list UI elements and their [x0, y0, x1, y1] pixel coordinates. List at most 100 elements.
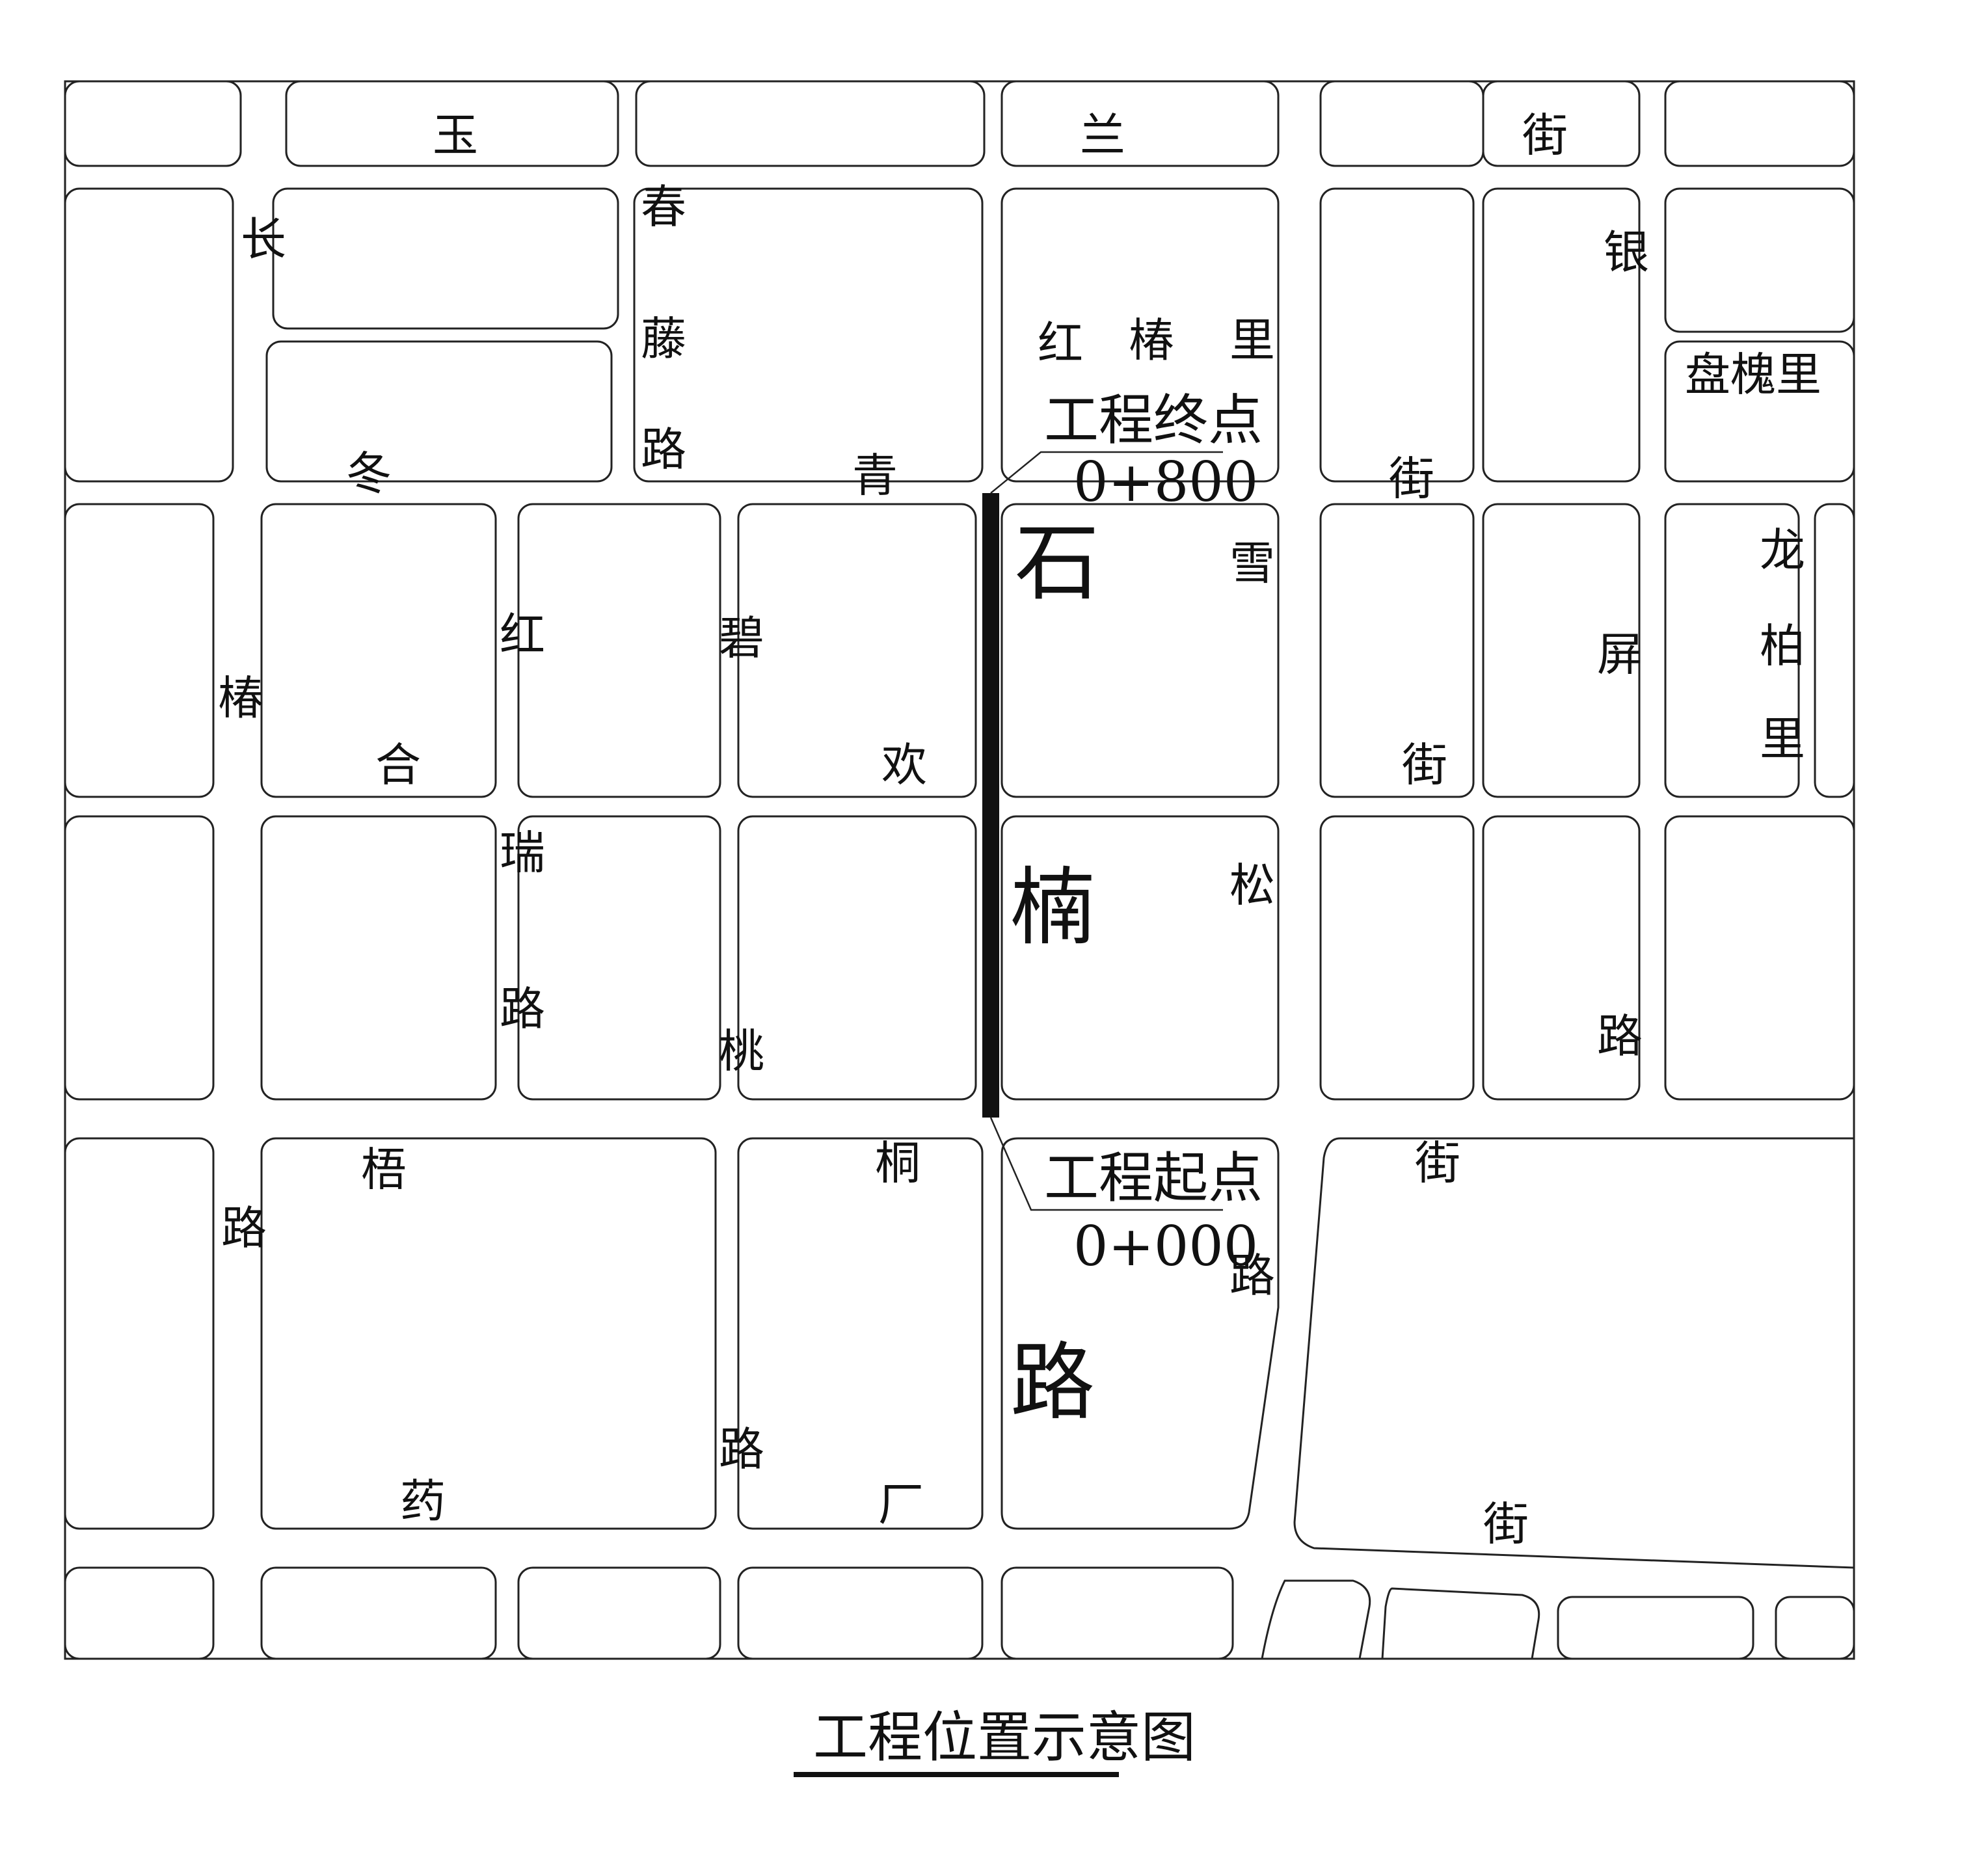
- block: [1664, 187, 1855, 333]
- block: [1664, 815, 1855, 1101]
- block: [64, 815, 215, 1101]
- block: [64, 187, 234, 483]
- street-label: 兰: [1080, 109, 1125, 162]
- block: [517, 503, 721, 798]
- block: [1319, 80, 1484, 167]
- block: [1001, 815, 1280, 1101]
- block: [1482, 503, 1641, 798]
- street-label: 街: [1389, 452, 1434, 505]
- block: [272, 187, 619, 330]
- street-label: 盘槐里: [1685, 348, 1821, 401]
- block: [260, 1137, 717, 1530]
- street-label: 柏: [1760, 619, 1805, 673]
- street-label: 瑞: [500, 826, 545, 879]
- street-label: 药: [400, 1475, 446, 1528]
- street-label: 路: [221, 1201, 267, 1255]
- street-label: 街: [1522, 109, 1568, 162]
- block: [1261, 1579, 1371, 1660]
- street-label: 屏: [1597, 628, 1643, 681]
- block: [260, 1566, 497, 1660]
- block: [1664, 80, 1855, 167]
- block: [64, 80, 242, 167]
- street-label: 路: [719, 1423, 764, 1476]
- block: [64, 1137, 215, 1530]
- block: [1319, 503, 1475, 798]
- block: [1664, 503, 1800, 798]
- block: [1482, 815, 1641, 1101]
- street-label: 椿: [1129, 314, 1174, 367]
- block: [737, 1566, 984, 1660]
- block: [737, 815, 977, 1101]
- street-label: 雪: [1229, 537, 1275, 590]
- block: [285, 80, 619, 167]
- street-label: 里: [1760, 712, 1805, 766]
- block: [1775, 1596, 1855, 1660]
- end-point-leader: [990, 451, 1223, 494]
- street-label: 路: [641, 423, 686, 476]
- block: [1293, 1137, 1855, 1569]
- block: [1001, 187, 1280, 483]
- block: [64, 503, 215, 798]
- block: [517, 1566, 721, 1660]
- street-label: 松: [1229, 859, 1275, 912]
- block: [1664, 340, 1855, 483]
- street-label: 楠: [1010, 858, 1095, 957]
- street-label: 路: [1597, 1010, 1643, 1063]
- street-label: 青: [852, 449, 898, 502]
- block: [260, 503, 497, 798]
- block: [635, 80, 986, 167]
- block: [1482, 187, 1641, 483]
- start-point-chainage: 0+000: [1073, 1214, 1258, 1278]
- street-label: 红: [500, 608, 545, 662]
- block: [265, 340, 613, 483]
- end-point-title: 工程终点: [1044, 388, 1263, 452]
- street-label: 街: [1483, 1497, 1529, 1551]
- street-label: 桐: [875, 1136, 920, 1190]
- street-label: 厂: [878, 1478, 924, 1531]
- street-label: 街: [1415, 1136, 1460, 1190]
- street-label: 路: [1229, 1249, 1275, 1302]
- street-label: 合: [375, 738, 421, 792]
- block: [1001, 80, 1280, 167]
- street-label: 银: [1604, 226, 1649, 279]
- street-label: 红: [1038, 317, 1083, 370]
- street-label: 椿: [218, 671, 263, 725]
- map-caption: 工程位置示意图: [813, 1706, 1196, 1769]
- street-label: 春: [641, 180, 686, 234]
- block: [1001, 1137, 1280, 1530]
- street-label: 里: [1229, 314, 1275, 367]
- street-label: 路: [500, 982, 545, 1036]
- block: [1319, 815, 1475, 1101]
- street-label: 路: [1010, 1333, 1095, 1432]
- start-point-title: 工程起点: [1044, 1146, 1263, 1210]
- block: [1814, 503, 1855, 798]
- block: [737, 1137, 984, 1530]
- street-label: 欢: [881, 738, 927, 792]
- block: [1381, 1587, 1540, 1660]
- block: [1557, 1596, 1754, 1660]
- street-label: 长: [241, 213, 286, 266]
- street-label: 街: [1402, 738, 1447, 792]
- block: [517, 815, 721, 1101]
- block: [1482, 80, 1641, 167]
- street-label: 石: [1015, 513, 1099, 612]
- end-point-chainage: 0+800: [1073, 450, 1258, 514]
- block: [1319, 187, 1475, 483]
- block: [64, 1566, 215, 1660]
- block: [633, 187, 984, 483]
- street-label: 玉: [433, 109, 478, 162]
- block: [737, 503, 977, 798]
- street-label: 碧: [719, 611, 764, 665]
- street-label: 藤: [641, 312, 686, 366]
- street-label: 冬: [346, 447, 392, 500]
- street-label: 桃: [719, 1025, 764, 1078]
- block: [1001, 503, 1280, 798]
- block: [260, 815, 497, 1101]
- street-labels: 玉 兰 街 春 藤 路 长 冬 椿 合 梧 路 药 红 瑞 路 碧 桃 路 青 …: [218, 109, 1821, 1551]
- block: [1001, 1566, 1234, 1660]
- street-label: 龙: [1760, 524, 1805, 577]
- street-label: 梧: [361, 1143, 407, 1196]
- start-point-leader: [989, 1117, 1223, 1211]
- city-blocks: [64, 80, 1855, 1660]
